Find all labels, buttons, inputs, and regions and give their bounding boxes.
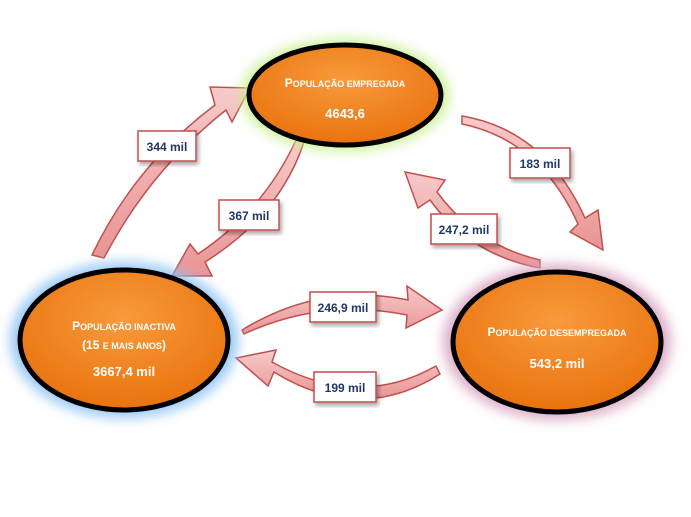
node-unemployed-title: POPULAÇÃO DESEMPREGADA bbox=[487, 325, 627, 339]
arrow-unemployed-to-inactive bbox=[234, 349, 441, 400]
flow-label-247: 247,2 mil bbox=[430, 213, 498, 245]
arrow-employed-to-inactive bbox=[170, 139, 305, 277]
node-unemployed-value: 543,2 mil bbox=[530, 356, 585, 371]
flow-label-367: 367 mil bbox=[218, 199, 280, 231]
flow-label-344-text: 344 mil bbox=[147, 140, 188, 154]
node-employed-value: 4643,6 bbox=[325, 106, 365, 121]
node-inactive-subtitle: (15 E MAIS ANOS) bbox=[82, 338, 166, 352]
node-employed: POPULAÇÃO EMPREGADA 4643,6 bbox=[241, 39, 449, 151]
node-employed-title: POPULAÇÃO EMPREGADA bbox=[285, 76, 406, 90]
arrow-inactive-to-unemployed bbox=[241, 284, 444, 335]
flow-label-183-text: 183 mil bbox=[520, 157, 561, 171]
flow-label-246: 246,9 mil bbox=[309, 291, 377, 323]
flow-label-247-text: 247,2 mil bbox=[439, 223, 490, 237]
flow-label-246-text: 246,9 mil bbox=[318, 301, 369, 315]
node-inactive-title: POPULAÇÃO INACTIVA bbox=[72, 319, 176, 333]
node-inactive: POPULAÇÃO INACTIVA (15 E MAIS ANOS) 3667… bbox=[10, 262, 238, 418]
node-inactive-value: 3667,4 mil bbox=[93, 364, 155, 379]
flow-label-199: 199 mil bbox=[313, 371, 377, 403]
flow-label-367-text: 367 mil bbox=[229, 209, 270, 223]
flow-label-344: 344 mil bbox=[137, 130, 197, 162]
arrow-employed-to-unemployed bbox=[461, 115, 604, 252]
flow-label-199-text: 199 mil bbox=[325, 381, 366, 395]
flow-label-183: 183 mil bbox=[509, 147, 571, 179]
node-unemployed: POPULAÇÃO DESEMPREGADA 543,2 mil bbox=[443, 264, 671, 420]
arrow-unemployed-to-employed bbox=[403, 171, 541, 269]
